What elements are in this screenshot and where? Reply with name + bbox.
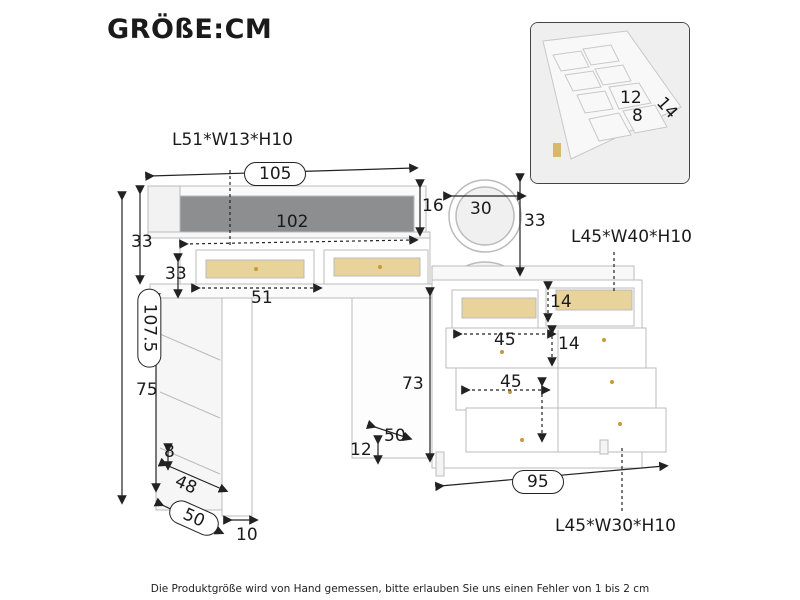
desk-height-label: 75 <box>136 380 158 400</box>
organizer-tray-drawing <box>531 23 689 183</box>
drawer-height-label: 33 <box>165 264 187 284</box>
mid-drawer-height-label: 14 <box>550 292 572 312</box>
middle-drawer-size-label: L45*W40*H10 <box>571 227 692 247</box>
size-title: GRÖßE:CM <box>107 14 273 45</box>
width-95-pill: 95 <box>512 470 564 494</box>
shelf-gap-label: 8 <box>164 442 175 462</box>
leg-height-label: 12 <box>350 440 372 460</box>
organizer-tray-inset <box>530 22 690 184</box>
drawer-length-label-b: 45 <box>500 372 522 392</box>
shelf-inner-label: 102 <box>276 212 309 232</box>
mirror <box>448 179 522 273</box>
width-105-pill: 105 <box>244 162 307 186</box>
leg-width-label: 10 <box>236 525 258 545</box>
cabinet <box>431 265 667 477</box>
mid-drawer-height-label-2: 14 <box>558 334 580 354</box>
hutch-total-label: 33 <box>131 232 153 252</box>
bottom-drawer-size-label: L45*W30*H10 <box>555 516 676 536</box>
tray-height-label: 8 <box>632 106 643 126</box>
tray-width-label: 12 <box>620 88 642 108</box>
drawer-length-label-a: 45 <box>494 330 516 350</box>
hutch-height-label: 16 <box>422 196 444 216</box>
height-107-pill: 107.5 <box>137 288 162 368</box>
cabinet-depth-label: 50 <box>384 426 406 446</box>
mirror-height-label: 33 <box>524 211 546 231</box>
top-drawer-size-label: L51*W13*H10 <box>172 130 293 150</box>
mirror-width-label: 30 <box>470 199 492 219</box>
top-drawer-length-label: 51 <box>251 288 273 308</box>
cabinet-height-label: 73 <box>402 374 424 394</box>
desk-hutch <box>147 185 431 239</box>
footer-measurement-note: Die Produktgröße wird von Hand gemessen,… <box>150 583 650 595</box>
